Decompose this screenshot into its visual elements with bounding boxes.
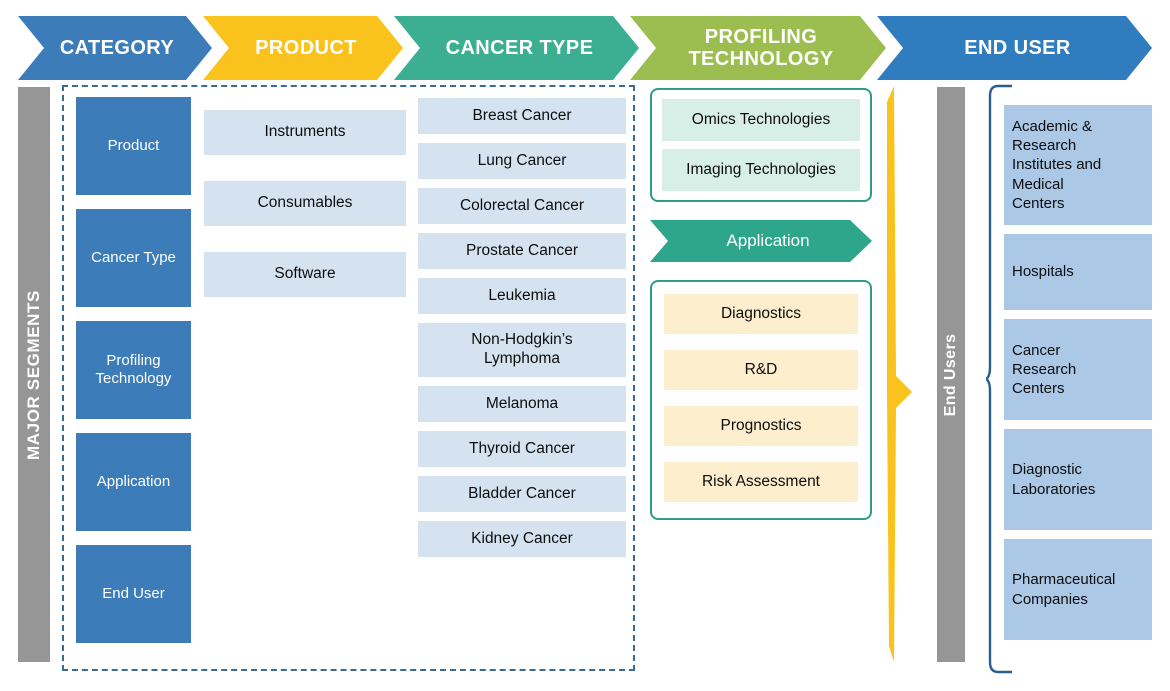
application-item-prognostics[interactable]: Prognostics — [664, 406, 858, 446]
application-item-diagnostics[interactable]: Diagnostics — [664, 294, 858, 334]
cancer-type-item[interactable]: Colorectal Cancer — [418, 188, 626, 224]
chevron-product[interactable]: PRODUCT — [203, 16, 403, 80]
category-chevron-bar: CATEGORY PRODUCT CANCER TYPE PROFILING T… — [0, 16, 1170, 80]
major-segments-rail: MAJOR SEGMENTS — [18, 87, 50, 662]
profiling-technology-item-omics-label: Omics Technologies — [691, 111, 831, 128]
chevron-cancer-type-label: CANCER TYPE — [445, 36, 594, 59]
cancer-type-item-label: Bladder Cancer — [468, 484, 576, 502]
segment-box-product-label: Product — [107, 136, 160, 154]
application-item-diagnostics-label: Diagnostics — [720, 305, 802, 322]
cancer-type-column: Breast Cancer Lung Cancer Colorectal Can… — [418, 98, 626, 557]
major-segments-label: MAJOR SEGMENTS — [24, 289, 43, 460]
cancer-type-item[interactable]: Thyroid Cancer — [418, 431, 626, 467]
product-item-consumables[interactable]: Consumables — [204, 181, 406, 226]
profiling-technology-panel: Omics Technologies Imaging Technologies — [650, 88, 872, 202]
profiling-technology-item-omics[interactable]: Omics Technologies — [662, 99, 860, 141]
end-user-item-cancer-research[interactable]: Cancer Research Centers — [1004, 319, 1152, 420]
cancer-type-item-label: Colorectal Cancer — [459, 196, 585, 214]
application-arrow-label: Application — [726, 231, 810, 250]
segments-dashed-container — [62, 85, 635, 671]
cancer-type-item-label: Lung Cancer — [477, 151, 567, 169]
cancer-type-item[interactable]: Lung Cancer — [418, 143, 626, 179]
application-item-rnd[interactable]: R&D — [664, 350, 858, 390]
chevron-product-label: PRODUCT — [255, 36, 357, 59]
end-user-item-hospitals-label: Hospitals — [1012, 263, 1074, 281]
chevron-end-user[interactable]: END USER — [877, 16, 1152, 80]
profiling-technology-item-imaging-label: Imaging Technologies — [686, 161, 836, 178]
cancer-type-item-label: Breast Cancer — [472, 106, 572, 124]
flow-arrow-icon — [885, 86, 913, 662]
chevron-profiling-technology[interactable]: PROFILING TECHNOLOGY — [630, 16, 886, 80]
application-arrow-header[interactable]: Application — [650, 220, 872, 262]
end-user-item-hospitals[interactable]: Hospitals — [1004, 234, 1152, 310]
cancer-type-item-label: Kidney Cancer — [471, 529, 573, 547]
cancer-type-item-label: Leukemia — [488, 286, 556, 304]
segment-box-cancer-type-label: Cancer Type — [91, 248, 176, 266]
major-segments-column: Product Cancer Type Profiling Technology… — [76, 97, 191, 643]
end-user-item-cancer-research-label: Cancer Research Centers — [1012, 341, 1077, 398]
cancer-type-item-label: Melanoma — [485, 394, 559, 412]
end-user-column: Academic & Research Institutes and Medic… — [1004, 105, 1152, 640]
cancer-type-item[interactable]: Bladder Cancer — [418, 476, 626, 512]
application-item-risk-assessment[interactable]: Risk Assessment — [664, 462, 858, 502]
chevron-category[interactable]: CATEGORY — [18, 16, 212, 80]
cancer-type-item-label: Non-Hodgkin’s Lymphoma — [471, 331, 573, 367]
end-users-rail-label: End Users — [942, 333, 959, 416]
chevron-cancer-type[interactable]: CANCER TYPE — [394, 16, 639, 80]
application-panel: Diagnostics R&D Prognostics Risk Assessm… — [650, 280, 872, 520]
application-item-prognostics-label: Prognostics — [720, 417, 802, 434]
cancer-type-item-label: Prostate Cancer — [466, 241, 578, 259]
product-item-software-label: Software — [274, 265, 336, 283]
end-users-rail: End Users — [937, 87, 965, 662]
segment-box-end-user-label: End User — [102, 584, 165, 602]
segment-box-application-label: Application — [96, 472, 171, 490]
application-item-risk-assessment-label: Risk Assessment — [701, 473, 820, 490]
cancer-type-item[interactable]: Kidney Cancer — [418, 521, 626, 557]
end-user-item-pharma[interactable]: Pharmaceutical Companies — [1004, 539, 1152, 640]
segment-box-profiling-technology-label: Profiling Technology — [95, 351, 172, 387]
application-item-rnd-label: R&D — [744, 361, 778, 378]
profiling-technology-column: Omics Technologies Imaging Technologies … — [650, 88, 872, 520]
segment-box-application[interactable]: Application — [76, 433, 191, 531]
segment-box-end-user[interactable]: End User — [76, 545, 191, 643]
segment-box-product[interactable]: Product — [76, 97, 191, 195]
product-item-consumables-label: Consumables — [257, 194, 353, 212]
segment-box-profiling-technology[interactable]: Profiling Technology — [76, 321, 191, 419]
chevron-profiling-technology-label: PROFILING TECHNOLOGY — [688, 25, 834, 70]
cancer-type-item[interactable]: Non-Hodgkin’s Lymphoma — [418, 323, 626, 377]
segment-box-cancer-type[interactable]: Cancer Type — [76, 209, 191, 307]
cancer-type-item[interactable]: Melanoma — [418, 386, 626, 422]
chevron-end-user-label: END USER — [964, 36, 1071, 59]
product-item-software[interactable]: Software — [204, 252, 406, 297]
end-user-item-diagnostic-labs[interactable]: Diagnostic Laboratories — [1004, 429, 1152, 530]
cancer-type-item[interactable]: Prostate Cancer — [418, 233, 626, 269]
product-item-instruments-label: Instruments — [264, 123, 346, 141]
end-user-item-academic-label: Academic & Research Institutes and Medic… — [1012, 118, 1102, 212]
profiling-technology-item-imaging[interactable]: Imaging Technologies — [662, 149, 860, 191]
cancer-type-item[interactable]: Breast Cancer — [418, 98, 626, 134]
end-user-item-academic[interactable]: Academic & Research Institutes and Medic… — [1004, 105, 1152, 225]
chevron-category-label: CATEGORY — [59, 36, 175, 59]
cancer-type-item-label: Thyroid Cancer — [469, 439, 575, 457]
product-item-instruments[interactable]: Instruments — [204, 110, 406, 155]
end-user-item-diagnostic-labs-label: Diagnostic Laboratories — [1012, 461, 1096, 498]
end-user-item-pharma-label: Pharmaceutical Companies — [1012, 571, 1116, 608]
cancer-type-item[interactable]: Leukemia — [418, 278, 626, 314]
end-users-brace-icon — [983, 84, 1012, 674]
product-column: Instruments Consumables Software — [204, 110, 406, 297]
